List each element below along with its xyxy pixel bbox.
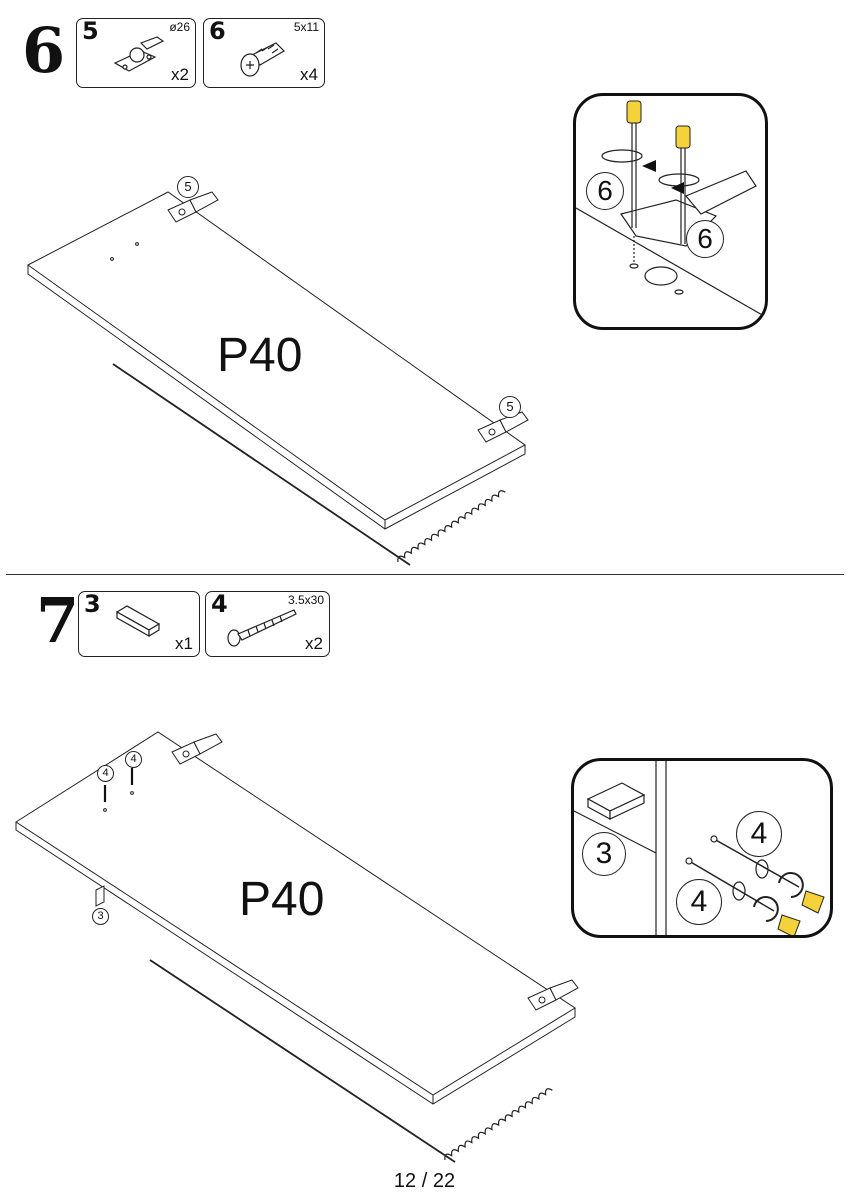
part-box-6: 6 5x11 x4 bbox=[203, 17, 325, 88]
shelf-bracket-icon bbox=[115, 605, 161, 638]
callout-part-4: 4 bbox=[676, 879, 722, 925]
hinge-icon bbox=[113, 36, 165, 72]
part-quantity: x1 bbox=[175, 634, 193, 653]
callout-part-5: 5 bbox=[499, 396, 521, 418]
panel-drawing-step6 bbox=[27, 191, 529, 566]
part-box-4: 4 3.5x30 x2 bbox=[205, 590, 330, 657]
callout-part-3: 3 bbox=[582, 832, 626, 876]
callout-part-6: 6 bbox=[686, 220, 724, 258]
callout-part-5: 5 bbox=[177, 176, 199, 198]
panel-label-p40: P40 bbox=[239, 873, 325, 926]
wood-screw-icon bbox=[227, 609, 297, 647]
part-dimension: 3.5x30 bbox=[287, 593, 324, 607]
detail-inset-step6: 6 6 bbox=[573, 93, 768, 330]
step-divider bbox=[6, 574, 844, 575]
part-id: 4 bbox=[211, 590, 228, 618]
panel-drawing-step7 bbox=[15, 731, 579, 1163]
part-id: 6 bbox=[209, 17, 226, 45]
part-id: 3 bbox=[84, 590, 101, 618]
callout-part-6: 6 bbox=[586, 172, 624, 210]
panel-label-p40: P40 bbox=[217, 329, 303, 382]
step-7-number: 7 bbox=[36, 584, 80, 657]
part-dimension: ø26 bbox=[169, 20, 190, 34]
step-6-number: 6 bbox=[22, 14, 66, 87]
callout-part-4: 4 bbox=[125, 751, 142, 768]
part-dimension: 5x11 bbox=[293, 20, 319, 34]
part-box-3: 3 x1 bbox=[78, 590, 200, 657]
euro-screw-icon bbox=[240, 42, 285, 77]
callout-part-4: 4 bbox=[97, 765, 114, 782]
part-quantity: x2 bbox=[171, 65, 189, 84]
part-box-5: 5 ø26 x2 bbox=[76, 17, 196, 88]
page-number: 12 / 22 bbox=[393, 1170, 456, 1192]
callout-part-4: 4 bbox=[736, 811, 782, 857]
part-quantity: x4 bbox=[300, 65, 318, 84]
callout-part-3: 3 bbox=[92, 908, 109, 925]
detail-inset-step7: 3 4 4 bbox=[571, 758, 833, 938]
part-quantity: x2 bbox=[305, 634, 323, 653]
bracket-screw-detail bbox=[574, 761, 825, 935]
part-id: 5 bbox=[82, 17, 99, 45]
